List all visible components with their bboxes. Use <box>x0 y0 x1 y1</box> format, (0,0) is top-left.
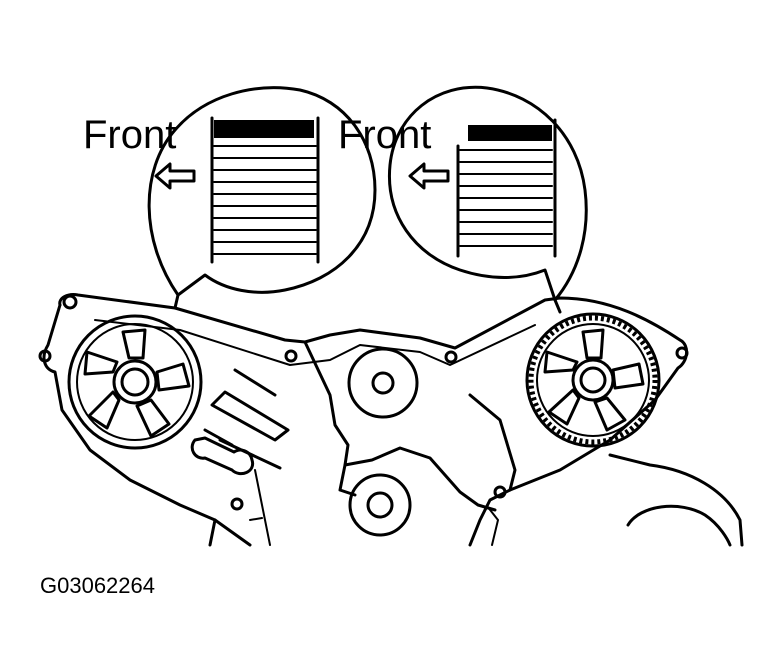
left-belt-detail <box>210 116 320 264</box>
right-callout: Front <box>338 85 588 302</box>
right-camshaft-pulley <box>525 312 661 448</box>
arrow-left-icon <box>408 162 450 190</box>
lower-pulley <box>348 473 412 537</box>
figure-code: G03062264 <box>40 573 155 598</box>
left-callout: Front <box>83 86 377 297</box>
right-front-label: Front <box>338 113 431 157</box>
left-camshaft-pulley <box>67 314 203 450</box>
engine-cover-outline <box>38 293 689 547</box>
idler-pulley <box>347 347 419 419</box>
right-callout-leader <box>553 298 562 314</box>
arrow-left-icon <box>154 162 196 190</box>
cover-slots <box>190 368 290 476</box>
left-front-label: Front <box>83 113 176 157</box>
left-callout-leader <box>173 293 180 310</box>
right-belt-detail <box>456 118 557 258</box>
lower-right-housing <box>608 453 744 547</box>
